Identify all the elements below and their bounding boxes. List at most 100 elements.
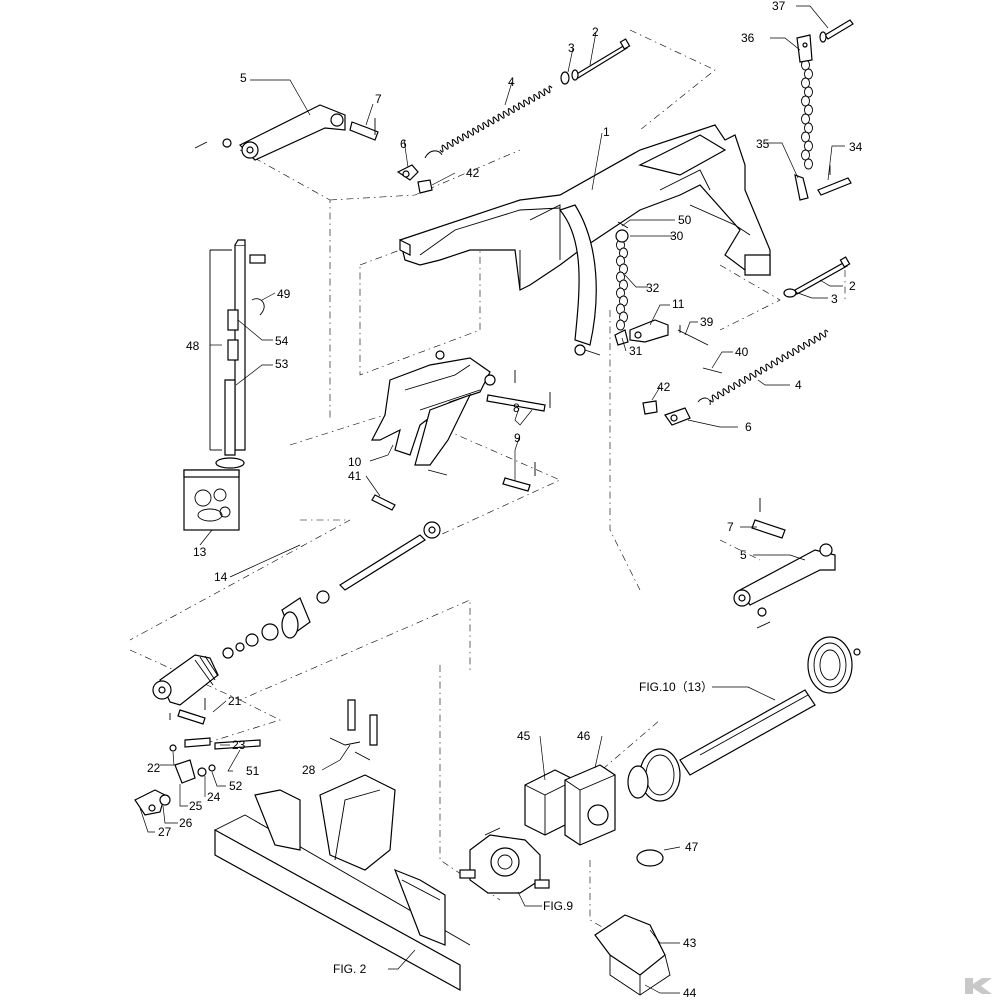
guard-46 [564, 764, 616, 846]
cap-47 [636, 849, 664, 867]
callout-l28: 28 [302, 763, 316, 777]
callout-l22: 22 [147, 761, 161, 775]
callout-l41: 41 [348, 469, 362, 483]
bolt-2-top [560, 38, 631, 85]
spring-top [424, 85, 553, 159]
callout-l46: 46 [577, 729, 591, 743]
clip-35 [794, 174, 809, 201]
bolt-2-right [783, 256, 851, 298]
pin-34 [817, 165, 852, 196]
callout-l10: 10 [348, 455, 362, 469]
chain36-link [804, 140, 813, 152]
brand-k-logo-icon [958, 974, 996, 996]
chain36-link [801, 149, 810, 161]
callout-l8: 8 [513, 401, 520, 415]
pin-7-right [751, 498, 786, 539]
pin-40 [702, 367, 723, 374]
callout-l43: 43 [683, 936, 697, 950]
chain36-link [804, 68, 813, 80]
pin-7-top [349, 118, 379, 141]
callout-l44: 44 [683, 986, 697, 1000]
callout-l21: 21 [228, 694, 242, 708]
callout-l36: 36 [741, 31, 755, 45]
callout-l23: 23 [232, 738, 246, 752]
top-link-right [733, 543, 836, 629]
callout-l48: 48 [186, 339, 200, 353]
seal-kit-bag-13 [183, 469, 240, 531]
cover-43-44 [594, 914, 671, 996]
pin-37 [819, 19, 854, 43]
callout-l4b: 4 [795, 378, 802, 392]
callout-l2b: 2 [849, 279, 856, 293]
callout-l11: 11 [672, 297, 685, 311]
callout-l42b: 42 [657, 380, 671, 394]
callout-l47: 47 [685, 840, 699, 854]
pin-41 [371, 494, 396, 511]
callout-l13a: 13 [193, 545, 207, 559]
callout-l3a: 3 [568, 41, 575, 55]
callout-l6b: 6 [745, 420, 752, 434]
chain36-link [804, 158, 813, 170]
callout-l4a: 4 [508, 75, 515, 89]
chain32-link [616, 319, 625, 331]
pin-8 [486, 392, 551, 412]
callout-l25: 25 [189, 799, 203, 813]
bracket-11 [629, 319, 669, 343]
callout-l7a: 7 [375, 92, 382, 106]
spring-right [697, 329, 829, 406]
callout-lfig10: FIG.10（13） [639, 680, 713, 694]
hydraulic-top-link-14 [152, 521, 441, 720]
callout-l52: 52 [229, 779, 243, 793]
valve-parts [134, 698, 261, 816]
eye-bolt-6-top [396, 164, 433, 194]
pto-shaft-fig10 [627, 636, 861, 802]
plate-36 [796, 34, 813, 63]
callout-l7b: 7 [727, 520, 734, 534]
callout-l27: 27 [158, 825, 172, 839]
parking-stand-48 [209, 239, 265, 469]
callout-l26: 26 [179, 816, 193, 830]
main-frame [249, 124, 771, 356]
callout-lfig9: FIG.9 [543, 899, 573, 913]
callout-l35: 35 [756, 137, 770, 151]
callout-l3b: 3 [831, 292, 838, 306]
chain-36 [801, 59, 813, 170]
callout-l34: 34 [849, 140, 863, 154]
callout-l30: 30 [670, 229, 684, 243]
callout-l5b: 5 [740, 548, 747, 562]
chain36-link [801, 77, 810, 89]
callout-l49: 49 [277, 287, 291, 301]
top-link-left [194, 104, 346, 161]
chain36-link [801, 113, 810, 125]
clip-31 [614, 329, 629, 346]
gearbox-fig9 [459, 827, 550, 894]
hitch-bracket-10 [371, 350, 516, 476]
callout-l42a: 42 [466, 166, 480, 180]
callout-l14: 14 [214, 570, 228, 584]
callout-l37: 37 [772, 0, 786, 13]
callout-l53: 53 [275, 357, 289, 371]
callout-l54: 54 [275, 334, 289, 348]
bolts-28 [329, 699, 378, 761]
chain36-link [801, 131, 810, 143]
leader-lines [139, 5, 845, 994]
guard-45 [524, 769, 576, 836]
pin-39 [677, 325, 709, 346]
callout-l6a: 6 [400, 137, 407, 151]
callout-l32: 32 [646, 281, 660, 295]
callout-l51: 51 [246, 764, 260, 778]
callout-l24: 24 [207, 790, 221, 804]
callout-l40: 40 [735, 345, 749, 359]
callout-l45: 45 [517, 729, 531, 743]
eye-bolt-6-right [642, 400, 691, 426]
callout-l50: 50 [678, 213, 692, 227]
callout-l2a: 2 [592, 25, 599, 39]
chain36-link [801, 95, 810, 107]
pin-9 [502, 462, 536, 492]
callout-l1: 1 [603, 125, 610, 139]
fig2-beam [214, 774, 471, 992]
chain36-link [804, 86, 813, 98]
callout-l9: 9 [514, 431, 521, 445]
